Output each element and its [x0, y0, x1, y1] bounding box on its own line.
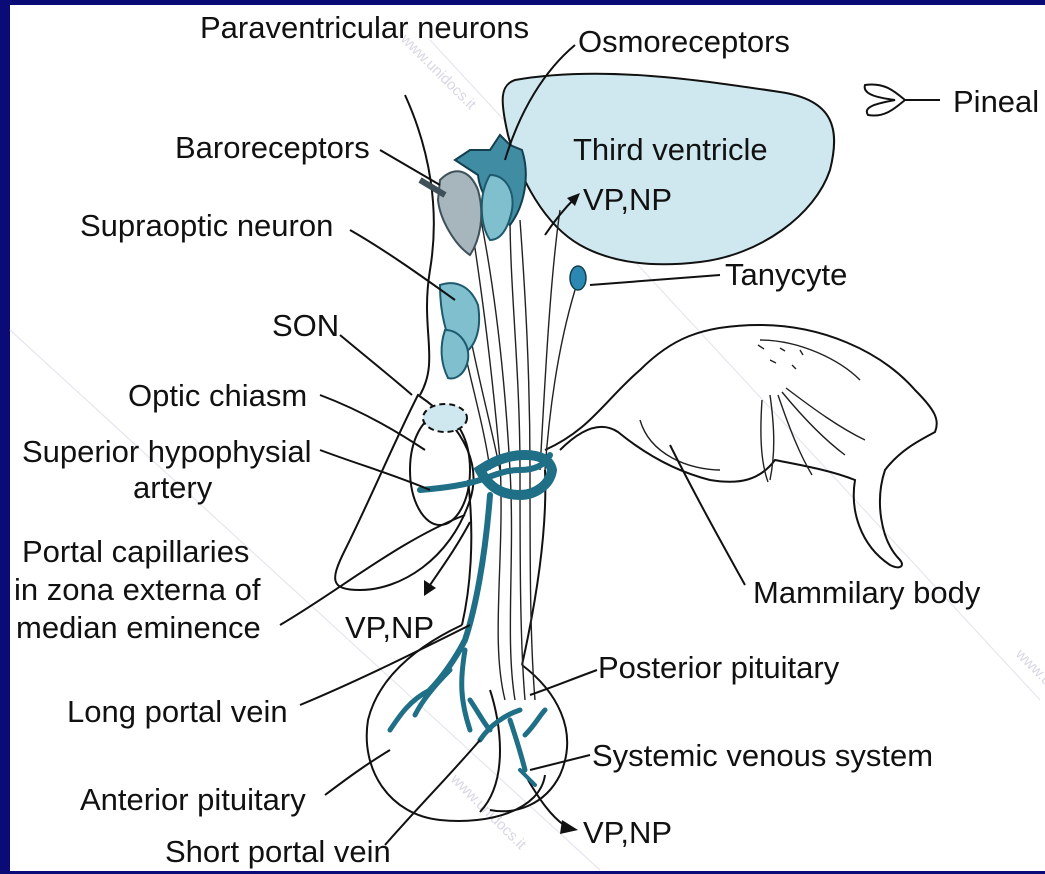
label-short-portal-vein: Short portal vein	[165, 834, 391, 869]
label-posterior-pituitary: Posterior pituitary	[598, 650, 840, 685]
label-portal-capillaries-3: median eminence	[16, 610, 261, 645]
label-superior-hypophysial-1: Superior hypophysial	[22, 434, 312, 469]
baroreceptor-neuron	[438, 171, 481, 255]
label-vpnp-top: VP,NP	[583, 182, 672, 217]
label-vpnp-bottom: VP,NP	[583, 815, 672, 850]
third-ventricle-shape	[503, 74, 834, 265]
label-optic-chiasm: Optic chiasm	[128, 378, 307, 413]
label-anterior-pituitary: Anterior pituitary	[80, 782, 306, 817]
label-baroreceptors: Baroreceptors	[175, 130, 370, 165]
label-superior-hypophysial-2: artery	[133, 470, 213, 505]
label-third-ventricle: Third ventricle	[573, 132, 768, 167]
label-systemic-venous: Systemic venous system	[592, 738, 933, 773]
infundibular-stalk	[462, 470, 545, 665]
pineal-shape	[865, 84, 940, 115]
mammilary-outline	[545, 325, 937, 567]
paraventricular-neuron	[482, 175, 513, 240]
label-long-portal-vein: Long portal vein	[67, 694, 288, 729]
label-paraventricular: Paraventricular neurons	[200, 10, 529, 45]
label-portal-capillaries-1: Portal capillaries	[22, 534, 249, 569]
tanycyte-cell	[570, 266, 586, 290]
label-tanycyte: Tanycyte	[725, 257, 847, 292]
brain-outline	[405, 95, 434, 395]
label-pineal: Pineal	[953, 84, 1039, 119]
label-osmoreceptors: Osmoreceptors	[578, 24, 790, 59]
label-son: SON	[272, 308, 339, 343]
watermark-text: www.unidocs.it	[446, 770, 529, 853]
label-vpnp-mid: VP,NP	[345, 610, 434, 645]
label-supraoptic: Supraoptic neuron	[80, 208, 333, 243]
label-mammilary-body: Mammilary body	[753, 575, 981, 610]
label-portal-capillaries-2: in zona externa of	[14, 572, 261, 607]
son-dashed	[423, 404, 467, 432]
